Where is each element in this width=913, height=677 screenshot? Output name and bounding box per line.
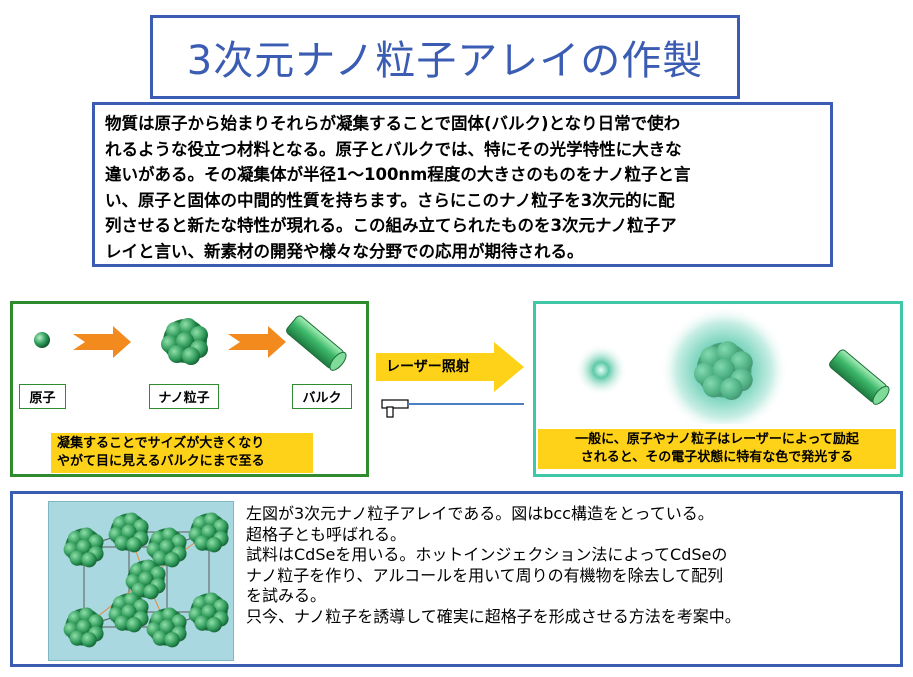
atom-icon [34, 332, 50, 348]
intro-line: 違いがある。その凝集体が半径1～100nm程度の大きさのものをナノ粒子と言 [105, 165, 691, 184]
aggregation-note: 凝集することでサイズが大きくなり やがて目に見えるバルクにまで至る [51, 433, 313, 473]
glowing-atom-icon [575, 344, 627, 396]
arrow-right-icon [228, 326, 286, 358]
description-line: 超格子とも呼ばれる。 [246, 524, 407, 544]
description-line: 試料はCdSeを用いる。ホットインジェクション法によってCdSeの [246, 545, 728, 564]
description-line: 左図が3次元ナノ粒子アレイである。図はbcc構造をとっている。 [246, 504, 714, 523]
intro-line: れるような役立つ材料となる。原子とバルクでは、特にその光学特性に大きな [105, 139, 682, 159]
bottom-description: 左図が3次元ナノ粒子アレイである。図はbcc構造をとっている。 超格子とも呼ばれ… [246, 504, 896, 627]
laser-arrow-icon [376, 342, 524, 392]
nanoparticle-icon [161, 318, 208, 365]
intro-line: 列させると新たな特性が現れる。この組み立てられたものを3次元ナノ粒子ア [105, 216, 677, 235]
laser-label: レーザー照射 [386, 359, 470, 375]
laser-illustration [376, 342, 524, 418]
description-line: ナノ粒子を作り、アルコールを用いて周りの有機物を除去して配列 [246, 565, 724, 585]
bulk-rod-icon [829, 349, 890, 405]
description-line: を試みる。 [246, 586, 327, 605]
page-title: 3次元ナノ粒子アレイの作製 [186, 38, 704, 84]
laser-gun-icon [381, 399, 524, 418]
arrow-right-icon [73, 326, 131, 358]
intro-line: い、原子と固体の中間的性質を持ちます。さらにこのナノ粒子を3次元的に配 [105, 190, 675, 210]
label-bulk: バルク [292, 384, 352, 409]
intro-line: レイと言い、新素材の開発や様々な分野での応用が期待される。 [105, 241, 584, 261]
label-atom: 原子 [19, 384, 66, 409]
label-nanoparticle: ナノ粒子 [149, 384, 219, 409]
note-line: されると、その電子状態に特有な色で発光する [580, 450, 854, 465]
emission-illustration [575, 306, 890, 424]
emission-note: 一般に、原子やナノ粒子はレーザーによって励起 されると、その電子状態に特有な色で… [538, 429, 896, 469]
glowing-nanoparticle-icon [660, 306, 788, 424]
note-line: 凝集することでサイズが大きくなり [57, 436, 265, 451]
bcc-lattice-illustration [63, 512, 229, 648]
intro-box: 物質は原子から始まりそれらが凝集することで固体(バルク)となり日常で使わ れるよ… [92, 102, 833, 267]
bcc-lattice-image [48, 501, 234, 661]
note-line: やがて目に見えるバルクにまで至る [57, 454, 265, 469]
title-box: 3次元ナノ粒子アレイの作製 [150, 15, 740, 99]
description-line: 只今、ナノ粒子を誘導して確実に超格子を形成させる方法を考案中。 [246, 606, 741, 626]
bulk-rod-icon [286, 315, 347, 371]
note-line: 一般に、原子やナノ粒子はレーザーによって励起 [575, 432, 859, 447]
aggregation-illustration [34, 315, 347, 371]
intro-line: 物質は原子から始まりそれらが凝集することで固体(バルク)となり日常で使わ [105, 114, 681, 133]
